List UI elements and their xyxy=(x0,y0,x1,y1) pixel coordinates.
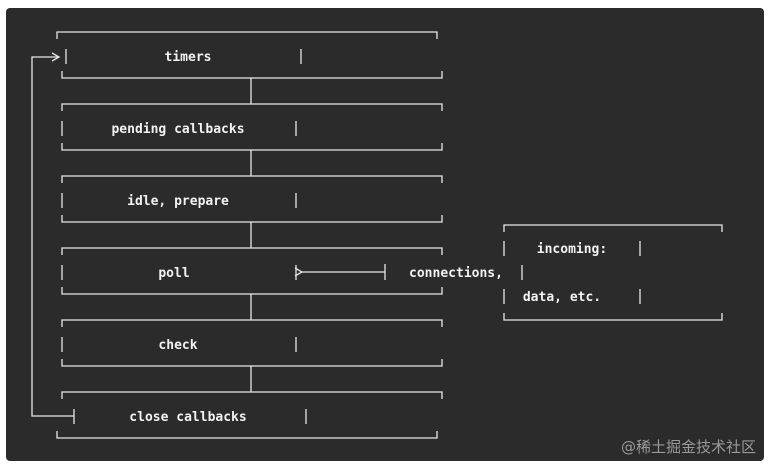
incoming-line-3: data, etc. xyxy=(523,290,601,305)
phase-box-close-callbacks: close callbacks xyxy=(56,391,443,439)
loop-back-arrow xyxy=(31,52,74,417)
event-loop-diagram: timers pending callbacks idle, prepare p… xyxy=(31,31,756,456)
phase-box-timers: timers xyxy=(56,31,443,79)
incoming-line-1: incoming: xyxy=(537,242,607,257)
phase-label-check: check xyxy=(158,338,197,353)
phase-label-poll: poll xyxy=(158,266,189,281)
phase-box-idle-prepare: idle, prepare xyxy=(61,175,443,223)
diagram-panel: timers pending callbacks idle, prepare p… xyxy=(6,8,764,461)
phase-box-check: check xyxy=(61,319,443,367)
incoming-line-2: connections, xyxy=(409,266,503,281)
phase-label-close-callbacks: close callbacks xyxy=(129,410,246,425)
phase-label-idle-prepare: idle, prepare xyxy=(127,194,229,209)
phase-box-poll: poll xyxy=(61,247,443,295)
incoming-box: incoming: connections, data, etc. xyxy=(409,224,723,321)
phase-box-pending-callbacks: pending callbacks xyxy=(61,103,443,151)
incoming-to-poll-arrow xyxy=(294,264,386,280)
watermark: @稀土掘金技术社区 xyxy=(621,438,756,456)
phase-label-timers: timers xyxy=(165,50,212,65)
phase-label-pending-callbacks: pending callbacks xyxy=(111,122,244,137)
